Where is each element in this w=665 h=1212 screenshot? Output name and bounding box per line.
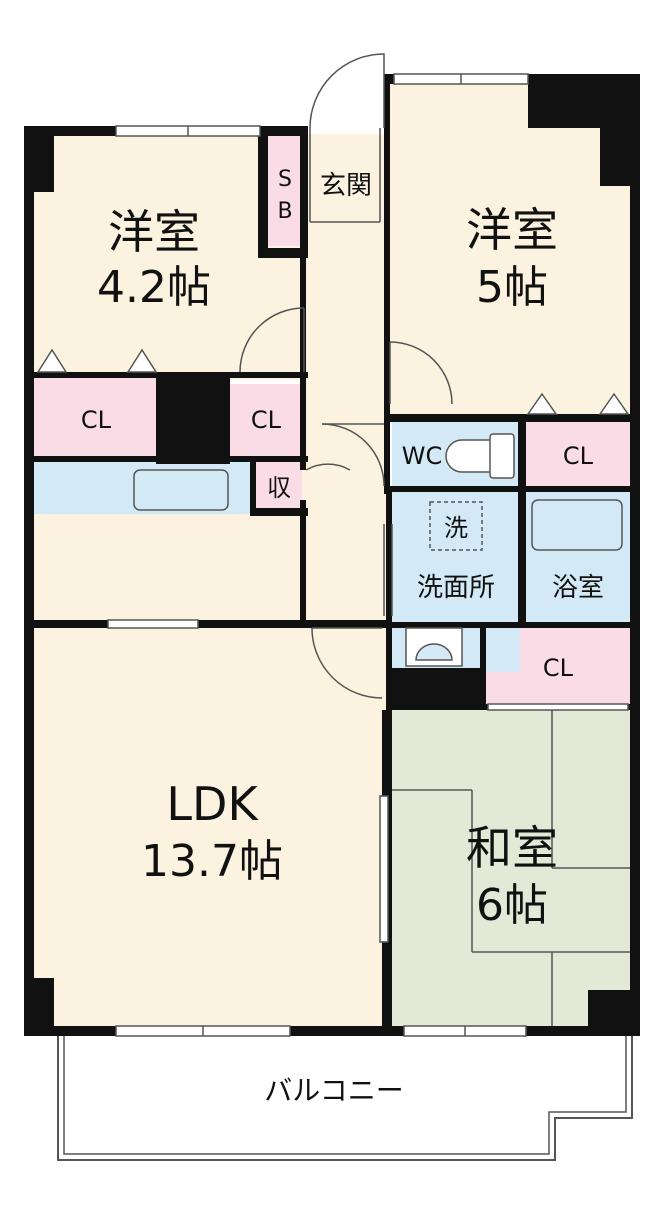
washroom-label: 洗面所 xyxy=(417,573,495,603)
shoebox-label-b: B xyxy=(277,199,292,224)
ldk-size: 13.7帖 xyxy=(141,836,283,887)
closet-markers xyxy=(36,348,630,415)
japanese-room-size: 6帖 xyxy=(476,880,548,931)
storage-label: 収 xyxy=(267,474,291,502)
entrance-label: 玄関 xyxy=(320,171,372,201)
bath-label: 浴室 xyxy=(552,573,604,603)
door-swings xyxy=(239,53,453,699)
washer-label: 洗 xyxy=(444,514,468,542)
balcony-label: バルコニー xyxy=(264,1074,403,1107)
wc-label: WC xyxy=(402,442,443,470)
closet-b xyxy=(230,384,302,456)
western-room-b-floor xyxy=(388,84,630,414)
western-room-a-name: 洋室 xyxy=(108,205,200,259)
ldk-name: LDK xyxy=(166,777,259,831)
toilet-icon xyxy=(445,433,515,479)
storage-nook xyxy=(256,462,302,510)
western-room-a-size: 4.2帖 xyxy=(97,262,211,313)
washer-pan xyxy=(429,501,483,551)
balcony-inner-outline xyxy=(63,1035,627,1155)
kitchen-sink xyxy=(133,469,229,511)
hallway-floor xyxy=(304,134,386,628)
japanese-room-name: 和室 xyxy=(466,821,558,875)
window-mullions xyxy=(187,74,466,1036)
closet-a xyxy=(34,376,158,456)
closet-c xyxy=(526,422,630,486)
western-room-b-size: 5帖 xyxy=(476,262,548,313)
tatami-mat-lines xyxy=(392,708,630,1028)
ldk-floor xyxy=(34,628,388,1026)
closet-a-label: CL xyxy=(81,406,112,434)
closet-b-label: CL xyxy=(251,406,282,434)
shoebox-label-s: S xyxy=(278,167,292,192)
closet-c-label: CL xyxy=(563,442,594,470)
shoebox xyxy=(268,134,302,246)
closet-d-label: CL xyxy=(543,654,574,682)
bathtub xyxy=(531,499,623,551)
western-room-b-name: 洋室 xyxy=(466,203,558,257)
washbasin-icon xyxy=(405,627,463,667)
balcony-outline xyxy=(57,1035,633,1161)
